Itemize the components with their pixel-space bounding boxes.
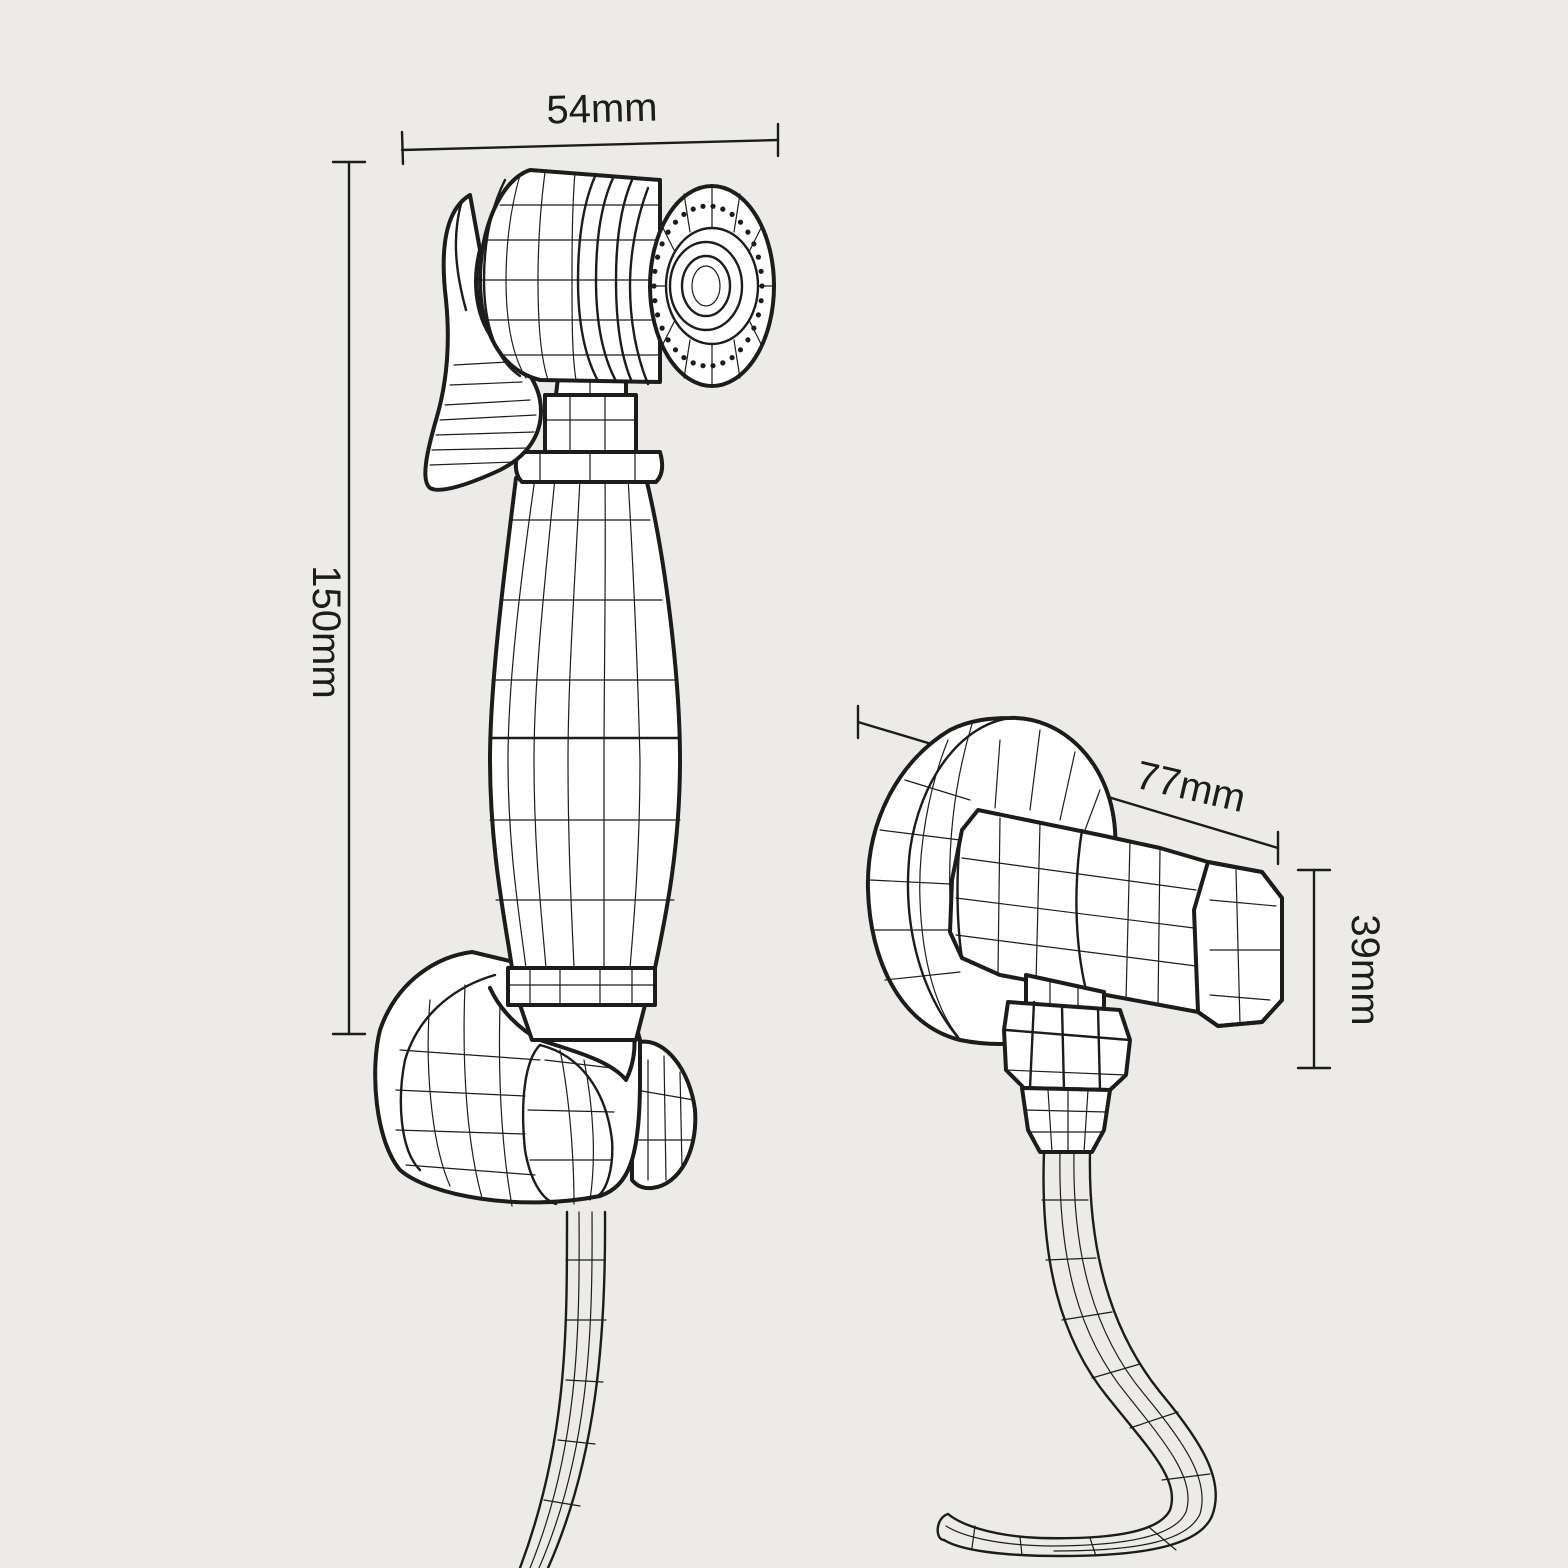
valve-height-label: 39mm (1343, 914, 1387, 1025)
nozzle-hole (665, 337, 671, 343)
nozzle-hole (759, 283, 765, 289)
length-label: 77mm (1132, 753, 1250, 821)
nozzle-hole (729, 355, 735, 361)
nozzle-hole (755, 312, 762, 318)
nozzle-hole (737, 347, 744, 353)
nozzle-hole (665, 229, 671, 235)
width-label: 54mm (546, 86, 658, 133)
nozzle-hole (659, 325, 665, 331)
height-label: 150mm (304, 565, 348, 698)
dimension-150mm: 150mm (304, 160, 367, 1036)
angle-valve (865, 715, 1284, 1154)
nozzle-hole (755, 254, 762, 260)
nozzle-hole (672, 219, 679, 225)
nozzle-hole (710, 203, 716, 209)
nozzle-hole (745, 229, 751, 235)
dimension-54mm: 54mm (400, 86, 780, 166)
valve-hose (936, 1150, 1217, 1558)
nozzle-hole (659, 241, 665, 247)
nozzle-hole (651, 283, 657, 289)
nozzle-hole (655, 254, 661, 260)
nozzle-hole (751, 325, 757, 331)
nozzle-hole (745, 337, 751, 343)
sprayer-handle (488, 347, 682, 1042)
nozzle-hole (758, 268, 764, 274)
nozzle-hole (729, 211, 735, 217)
nozzle-hole (751, 241, 757, 247)
nozzle-hole (758, 298, 764, 304)
nozzle-hole (655, 312, 661, 318)
nozzle-hole (720, 206, 726, 212)
dimension-39mm: 39mm (1296, 868, 1387, 1070)
nozzle-hole (672, 347, 679, 353)
nozzle-hole (681, 355, 687, 361)
nozzle-hole (710, 363, 716, 369)
nozzle-holes (651, 203, 765, 369)
nozzle-hole (652, 268, 658, 274)
nozzle-hole (737, 219, 744, 225)
nozzle-hole (700, 363, 706, 369)
nozzle-hole (681, 211, 687, 217)
spray-head (478, 168, 776, 388)
nozzle-hole (720, 360, 726, 366)
nozzle-hole (690, 360, 696, 366)
nozzle-hole (690, 206, 696, 212)
nozzle-hole (652, 298, 658, 304)
nozzle-hole (700, 203, 706, 209)
sprayer-hose (518, 1210, 607, 1568)
